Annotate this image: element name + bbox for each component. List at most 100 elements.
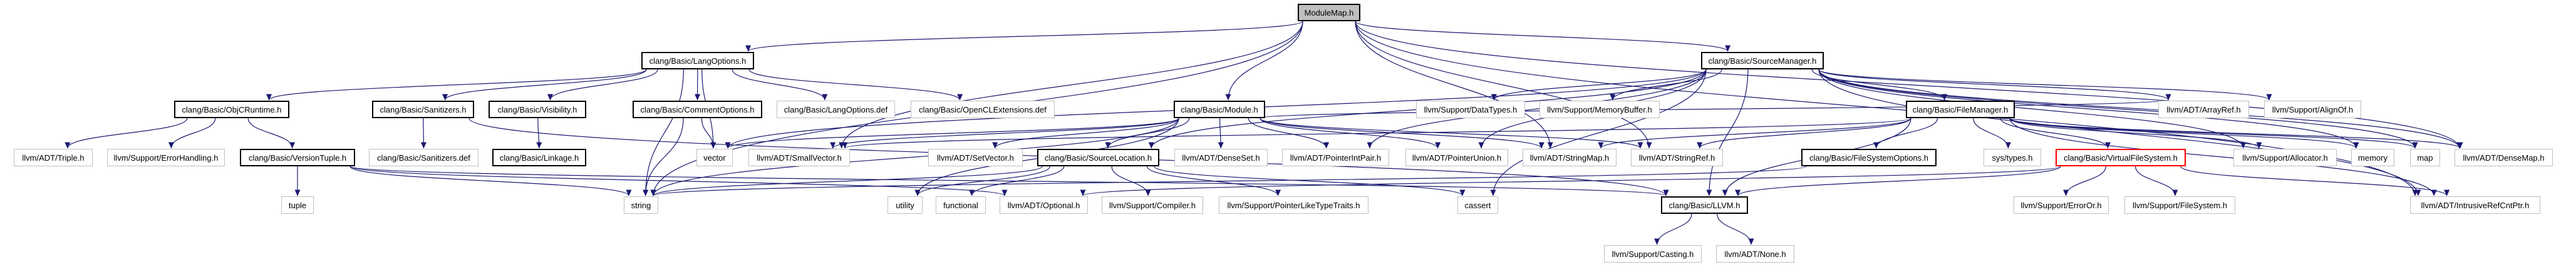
node-label-sys-types-h: sys/types.h (1992, 153, 2033, 163)
node-label-clang-basic-openclextensions-def: clang/Basic/OpenCLExtensions.def (919, 104, 1047, 114)
node-label-llvm-adt-smallvector-h: llvm/ADT/SmallVector.h (757, 153, 842, 163)
edge-clang-basic-module-h-to-llvm-adt-pointerunion-h (1260, 118, 1441, 149)
edge-clang-basic-sourcelocation-h-to-string (650, 166, 1043, 196)
edge-clang-basic-filemanager-h-to-llvm-adt-stringmap-h (1598, 118, 1911, 149)
edge-clang-basic-sourcemanager-h-to-llvm-support-datatypes-h (1491, 69, 1707, 101)
node-label-clang-basic-filemanager-h: clang/Basic/FileManager.h (1912, 104, 2009, 114)
edge-clang-basic-objcruntime-h-to-clang-basic-versiontuple-h (247, 118, 296, 149)
edge-clang-basic-filemanager-h-to-sys-types-h (1973, 118, 2011, 149)
node-clang-basic-filesystemoptions-h[interactable]: clang/Basic/FileSystemOptions.h (1801, 149, 1937, 166)
node-label-llvm-adt-denseset-h: llvm/ADT/DenseSet.h (1182, 153, 1260, 163)
edge-modulemap-h-to-clang-basic-module-h (1225, 21, 1303, 101)
node-clang-basic-langoptions-h[interactable]: clang/Basic/LangOptions.h (641, 52, 754, 69)
edge-modulemap-h-to-clang-basic-langoptions-h (745, 21, 1303, 52)
edge-clang-basic-module-h-to-vector (725, 118, 1179, 149)
node-label-llvm-support-filesystem-h: llvm/Support/FileSystem.h (2133, 200, 2227, 210)
node-clang-basic-sanitizers-def: clang/Basic/Sanitizers.def (369, 149, 478, 166)
edge-clang-basic-sourcelocation-h-to-utility (914, 166, 1050, 196)
node-llvm-support-casting-h: llvm/Support/Casting.h (1604, 245, 1702, 263)
node-llvm-support-errorhandling-h: llvm/Support/ErrorHandling.h (107, 149, 225, 166)
node-label-llvm-adt-arrayref-h: llvm/ADT/ArrayRef.h (2166, 104, 2241, 114)
edge-clang-basic-langoptions-h-to-clang-basic-visibility-h (547, 69, 658, 101)
edge-clang-basic-langoptions-h-to-clang-basic-openclextensions-def (748, 69, 963, 101)
node-sys-types-h: sys/types.h (1984, 149, 2041, 166)
edge-clang-basic-filemanager-h-to-llvm-adt-stringref-h (1697, 118, 1911, 149)
node-label-llvm-adt-densemap-h: llvm/ADT/DenseMap.h (2463, 153, 2545, 163)
node-modulemap-h: ModuleMap.h (1298, 4, 1360, 21)
edge-clang-basic-module-h-to-clang-basic-sourcelocation-h (1105, 118, 1190, 149)
node-map: map (2410, 149, 2440, 166)
node-llvm-adt-none-h: llvm/ADT/None.h (1716, 245, 1794, 263)
node-label-llvm-adt-pointerunion-h: llvm/ADT/PointerUnion.h (1412, 153, 1502, 163)
node-label-cassert: cassert (1464, 200, 1491, 210)
edge-clang-basic-langoptions-h-to-clang-basic-langoptions-def (732, 69, 828, 101)
node-llvm-support-pointerliketypetraits-h: llvm/Support/PointerLikeTypeTraits.h (1219, 196, 1368, 214)
edge-clang-basic-sanitizers-h-to-clang-basic-sanitizers-def (420, 118, 427, 149)
node-label-clang-basic-module-h: clang/Basic/Module.h (1181, 104, 1258, 114)
edge-clang-basic-sourcemanager-h-to-llvm-support-alignof-h (1818, 69, 2272, 101)
node-llvm-adt-stringref-h: llvm/ADT/StringRef.h (1631, 149, 1723, 166)
node-label-clang-basic-sanitizers-h: clang/Basic/Sanitizers.h (380, 104, 467, 114)
node-clang-basic-langoptions-def: clang/Basic/LangOptions.def (777, 101, 895, 118)
edge-clang-basic-commentoptions-h-to-string (643, 118, 684, 196)
node-clang-basic-objcruntime-h[interactable]: clang/Basic/ObjCRuntime.h (174, 101, 289, 118)
edge-clang-basic-sourcemanager-h-to-clang-basic-filemanager-h (1811, 69, 1948, 101)
edge-clang-basic-module-h-to-llvm-adt-arrayref-h (1260, 99, 2166, 119)
node-label-llvm-support-memorybuffer-h: llvm/Support/MemoryBuffer.h (1547, 104, 1652, 114)
node-llvm-adt-denseset-h: llvm/ADT/DenseSet.h (1174, 149, 1268, 166)
node-clang-basic-versiontuple-h[interactable]: clang/Basic/VersionTuple.h (240, 149, 355, 166)
node-clang-basic-llvm-h[interactable]: clang/Basic/LLVM.h (1661, 196, 1748, 214)
edge-clang-basic-virtualfilesystem-h-to-llvm-adt-intrusiverefcntptr-h (2180, 166, 2450, 196)
edge-clang-basic-sourcelocation-h-to-functional (969, 166, 1065, 196)
edge-clang-basic-filemanager-h-to-llvm-support-allocator-h (2009, 118, 2262, 149)
node-llvm-support-datatypes-h: llvm/Support/DataTypes.h (1416, 101, 1525, 118)
edge-clang-basic-module-h-to-llvm-adt-denseset-h (1218, 118, 1224, 149)
edge-clang-basic-virtualfilesystem-h-to-clang-basic-llvm-h (1735, 166, 2061, 196)
edge-clang-basic-filesystemoptions-h-to-string (651, 166, 1807, 196)
edge-clang-basic-sourcemanager-h-to-llvm-support-memorybuffer-h (1610, 69, 1722, 101)
edge-modulemap-h-to-llvm-adt-smallvector-h (839, 21, 1303, 149)
node-clang-basic-virtualfilesystem-h[interactable]: clang/Basic/VirtualFileSystem.h (2056, 149, 2186, 166)
node-clang-basic-filemanager-h[interactable]: clang/Basic/FileManager.h (1906, 101, 2015, 118)
edge-clang-basic-llvm-h-to-llvm-support-casting-h (1654, 213, 1692, 245)
edge-clang-basic-module-h-to-llvm-adt-stringmap-h (1260, 118, 1544, 149)
edge-clang-basic-virtualfilesystem-h-to-llvm-adt-optional-h (1080, 166, 2061, 196)
edge-modulemap-h-to-llvm-adt-stringmap-h (1355, 21, 1553, 149)
node-llvm-adt-triple-h: llvm/ADT/Triple.h (14, 149, 93, 166)
edge-clang-basic-filemanager-h-to-clang-basic-filesystemoptions-h (1873, 118, 1938, 149)
node-clang-basic-linkage-h[interactable]: clang/Basic/Linkage.h (492, 149, 586, 166)
node-clang-basic-commentoptions-h[interactable]: clang/Basic/CommentOptions.h (633, 101, 762, 118)
node-utility: utility (887, 196, 923, 214)
node-llvm-adt-intrusiverefcntptr-h: llvm/ADT/IntrusiveRefCntPtr.h (2410, 196, 2540, 214)
node-clang-basic-visibility-h[interactable]: clang/Basic/Visibility.h (489, 101, 586, 118)
node-label-clang-basic-filesystemoptions-h: clang/Basic/FileSystemOptions.h (1809, 153, 1929, 163)
node-clang-basic-sourcemanager-h[interactable]: clang/Basic/SourceManager.h (1701, 52, 1824, 69)
edge-clang-basic-visibility-h-to-clang-basic-linkage-h (536, 118, 542, 149)
node-string: string (624, 196, 658, 214)
node-label-clang-basic-virtualfilesystem-h: clang/Basic/VirtualFileSystem.h (2064, 153, 2178, 163)
node-llvm-adt-stringmap-h: llvm/ADT/StringMap.h (1523, 149, 1616, 166)
node-clang-basic-sourcelocation-h[interactable]: clang/Basic/SourceLocation.h (1037, 149, 1159, 166)
edge-clang-basic-commentoptions-h-to-vector (701, 118, 716, 149)
edge-clang-basic-virtualfilesystem-h-to-llvm-support-erroror-h (2063, 166, 2106, 196)
node-label-clang-basic-sanitizers-def: clang/Basic/Sanitizers.def (377, 153, 470, 163)
edge-clang-basic-module-h-to-llvm-adt-pointerintpair-h (1248, 118, 1330, 149)
edge-clang-basic-langoptions-h-to-string (643, 69, 684, 196)
node-clang-basic-sanitizers-h[interactable]: clang/Basic/Sanitizers.h (372, 101, 474, 118)
node-label-utility: utility (896, 200, 914, 210)
node-clang-basic-module-h[interactable]: clang/Basic/Module.h (1174, 101, 1265, 118)
edge-clang-basic-langoptions-h-to-clang-basic-sanitizers-h (442, 69, 647, 101)
edge-clang-basic-objcruntime-h-to-llvm-adt-triple-h (65, 118, 188, 149)
node-memory: memory (2351, 149, 2394, 166)
edge-clang-basic-module-h-to-llvm-adt-setvector-h (992, 118, 1179, 149)
node-label-clang-basic-visibility-h: clang/Basic/Visibility.h (497, 104, 577, 114)
edge-clang-basic-sourcemanager-h-to-clang-basic-llvm-h (1706, 69, 1749, 196)
node-llvm-adt-pointerintpair-h: llvm/ADT/PointerIntPair.h (1282, 149, 1389, 166)
node-label-llvm-adt-none-h: llvm/ADT/None.h (1724, 249, 1786, 259)
node-llvm-adt-smallvector-h: llvm/ADT/SmallVector.h (748, 149, 850, 166)
edge-clang-basic-versiontuple-h-to-string (349, 166, 632, 196)
node-label-llvm-support-compiler-h: llvm/Support/Compiler.h (1109, 200, 1196, 210)
node-label-clang-basic-sourcelocation-h: clang/Basic/SourceLocation.h (1044, 153, 1152, 163)
